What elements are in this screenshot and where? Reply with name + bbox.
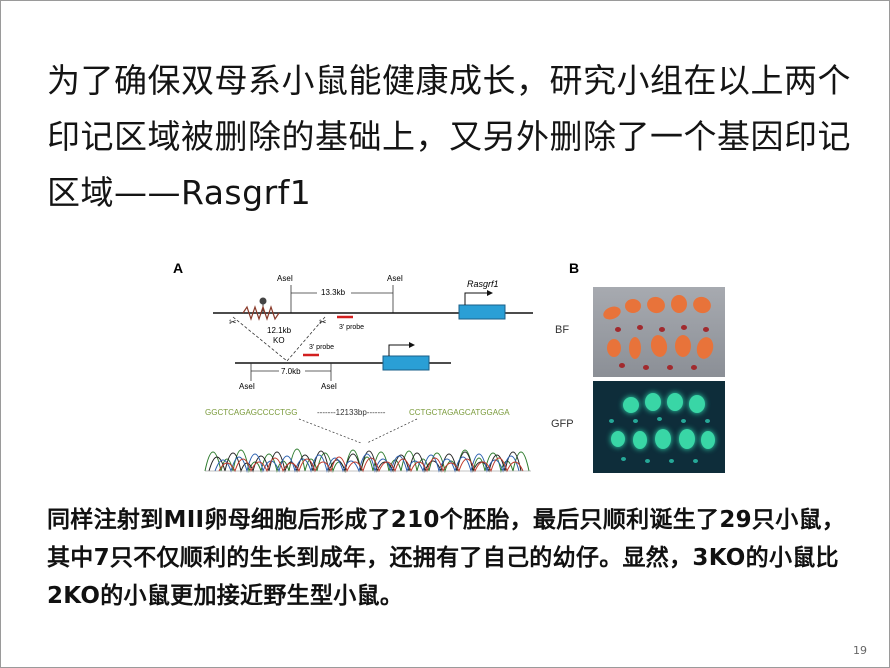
top-probe-label: 3' probe — [339, 324, 364, 331]
junction-pointer-right — [366, 418, 418, 444]
promoter-arrow-head-bottom — [409, 342, 415, 348]
promoter-arrow-top — [464, 292, 487, 305]
top-distance-label: 13.3kb — [321, 288, 346, 297]
rasgrf1-exon — [458, 304, 506, 320]
bottom-exon — [382, 355, 430, 371]
top-asel-left: AseI — [277, 274, 293, 283]
bottom-distance-label: 7.0kb — [281, 367, 301, 376]
promoter-arrow-head-top — [487, 290, 493, 296]
top-asel-right: AseI — [387, 274, 403, 283]
panel-a-label: A — [173, 260, 183, 276]
panel-b-label: B — [569, 260, 579, 276]
body-text: 同样注射到MII卵母细胞后形成了210个胚胎，最后只顺利诞生了29只小鼠，其中7… — [47, 507, 846, 609]
sequence-middle: -------12133bp------- — [317, 408, 386, 417]
gene-label: Rasgrf1 — [467, 279, 499, 289]
scissors-icon-right: ✂ — [319, 318, 327, 328]
knockout-figure: A B AseI AseI 13.3kb Rasgrf1 ✂ ✂ — [169, 257, 729, 477]
sequence-right: CCTGCTAGAGCATGGAGA — [409, 408, 510, 417]
bottom-probe-label: 3' probe — [309, 344, 334, 351]
bf-label: BF — [555, 324, 569, 336]
bottom-asel-left: AseI — [239, 382, 255, 391]
chromatogram — [204, 448, 531, 473]
gfp-photo — [593, 381, 725, 473]
scissors-icon-left: ✂ — [229, 318, 237, 328]
slide-title: 为了确保双母系小鼠能健康成长，研究小组在以上两个印记区域被删除的基础上，又另外删… — [47, 61, 851, 212]
gfp-label: GFP — [551, 418, 574, 430]
lollipop-icon — [259, 297, 267, 305]
figure-panel-a-diagram: A B AseI AseI 13.3kb Rasgrf1 ✂ ✂ — [173, 260, 579, 473]
page-number: 19 — [853, 644, 867, 657]
sequence-left: GGCTCAGAGCCCCTGG — [205, 408, 297, 417]
junction-pointer-left — [298, 418, 362, 444]
ko-label: KO — [273, 336, 285, 345]
recombination-line-left — [232, 316, 288, 362]
bf-photo — [593, 287, 725, 377]
ko-size-label: 12.1kb — [267, 326, 292, 335]
deleted-region-zigzag — [242, 305, 280, 321]
promoter-arrow-bottom — [388, 344, 409, 356]
bottom-asel-right: AseI — [321, 382, 337, 391]
